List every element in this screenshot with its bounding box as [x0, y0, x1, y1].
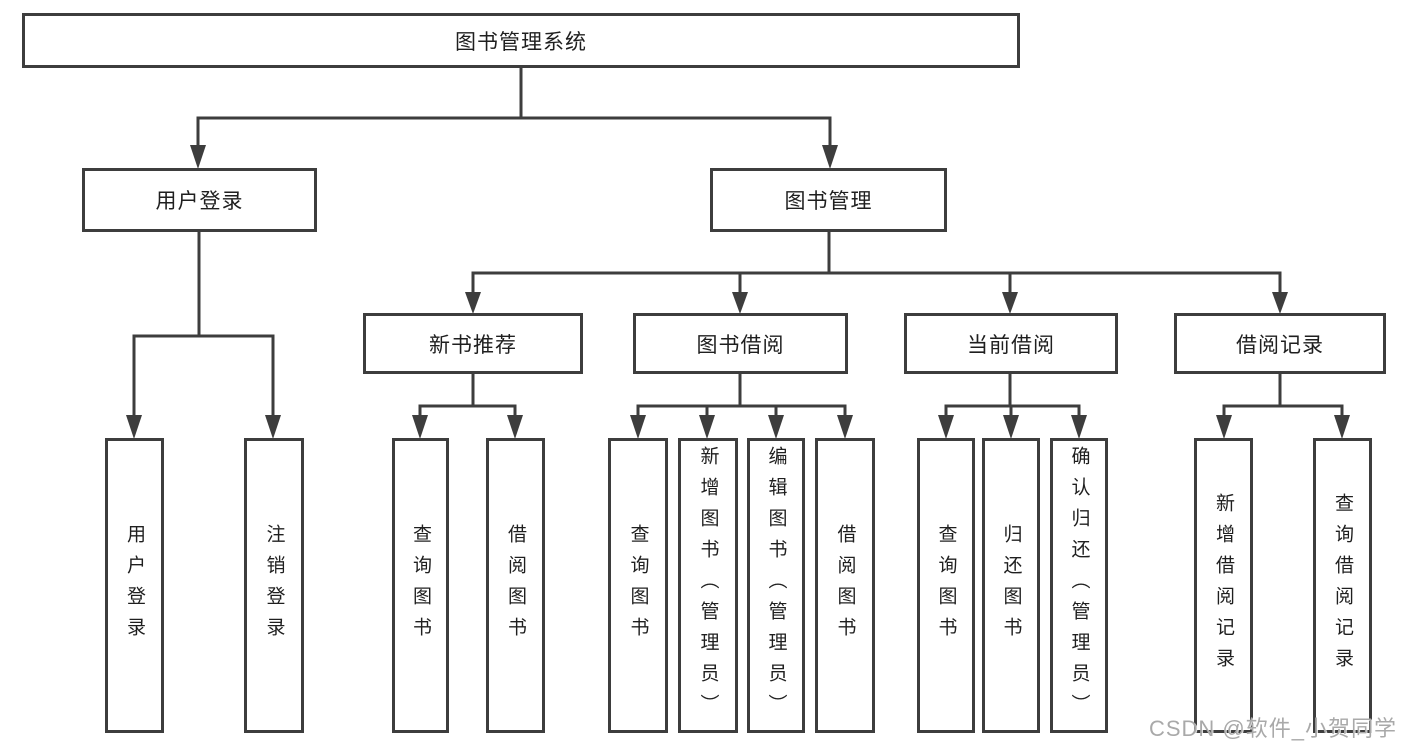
leaf-newbook-borrow-books-label: 借阅图书 — [505, 523, 526, 648]
leaf-add-books-admin-label: 新增图书（管理员） — [697, 446, 719, 725]
node-book-borrowing: 图书借阅 — [633, 313, 848, 374]
connector-root-to-level2 — [190, 68, 838, 169]
leaf-current-query-books-label: 查询图书 — [935, 523, 957, 648]
leaf-add-borrow-record: 新增借阅记录 — [1194, 438, 1253, 733]
node-new-book-recommend-label: 新书推荐 — [429, 333, 517, 357]
node-borrowing-records-label: 借阅记录 — [1236, 333, 1324, 357]
node-current-borrowing-label: 当前借阅 — [967, 333, 1055, 357]
leaf-newbook-query-books-label: 查询图书 — [410, 523, 431, 648]
leaf-user-login-label: 用户登录 — [124, 523, 145, 648]
leaf-return-books-label: 归还图书 — [1000, 523, 1022, 648]
connector-current-borrowing-to-leaves — [938, 374, 1087, 439]
leaf-edit-books-admin-label: 编辑图书（管理员） — [765, 446, 787, 725]
leaf-query-borrow-record: 查询借阅记录 — [1313, 438, 1372, 733]
leaf-add-borrow-record-label: 新增借阅记录 — [1213, 492, 1234, 679]
leaf-borrowing-query-books: 查询图书 — [608, 438, 668, 733]
connector-borrowing-records-to-leaves — [1216, 374, 1350, 439]
leaf-current-query-books: 查询图书 — [917, 438, 975, 733]
node-borrowing-records: 借阅记录 — [1174, 313, 1386, 374]
watermark-text: CSDN @软件_小贺同学 — [1148, 716, 1397, 741]
leaf-confirm-return-admin-label: 确认归还（管理员） — [1068, 446, 1090, 725]
leaf-borrow-books: 借阅图书 — [815, 438, 875, 733]
leaf-borrow-books-label: 借阅图书 — [834, 523, 856, 648]
leaf-user-login: 用户登录 — [105, 438, 164, 733]
connector-new-book-to-leaves — [412, 374, 523, 439]
node-library-system: 图书管理系统 — [22, 13, 1020, 68]
node-user-login-label: 用户登录 — [155, 190, 244, 213]
node-user-login: 用户登录 — [82, 168, 317, 232]
leaf-newbook-query-books: 查询图书 — [392, 438, 449, 733]
leaf-logout: 注销登录 — [244, 438, 304, 733]
leaf-edit-books-admin: 编辑图书（管理员） — [747, 438, 805, 733]
leaf-logout-label: 注销登录 — [263, 523, 285, 648]
leaf-newbook-borrow-books: 借阅图书 — [486, 438, 545, 733]
node-current-borrowing: 当前借阅 — [904, 313, 1118, 374]
leaf-query-borrow-record-label: 查询借阅记录 — [1332, 492, 1353, 679]
node-book-borrowing-label: 图书借阅 — [696, 333, 785, 357]
leaf-borrowing-query-books-label: 查询图书 — [627, 523, 649, 648]
node-book-management: 图书管理 — [710, 168, 947, 232]
leaf-confirm-return-admin: 确认归还（管理员） — [1050, 438, 1108, 733]
node-library-system-label: 图书管理系统 — [455, 30, 587, 54]
leaf-add-books-admin: 新增图书（管理员） — [678, 438, 738, 733]
connector-book-borrowing-to-leaves — [630, 374, 853, 439]
connector-book-mgmt-to-level3 — [465, 232, 1288, 314]
connector-user-login-to-leaves — [126, 232, 281, 439]
node-new-book-recommend: 新书推荐 — [363, 313, 583, 374]
node-book-management-label: 图书管理 — [784, 190, 873, 213]
leaf-return-books: 归还图书 — [982, 438, 1040, 733]
